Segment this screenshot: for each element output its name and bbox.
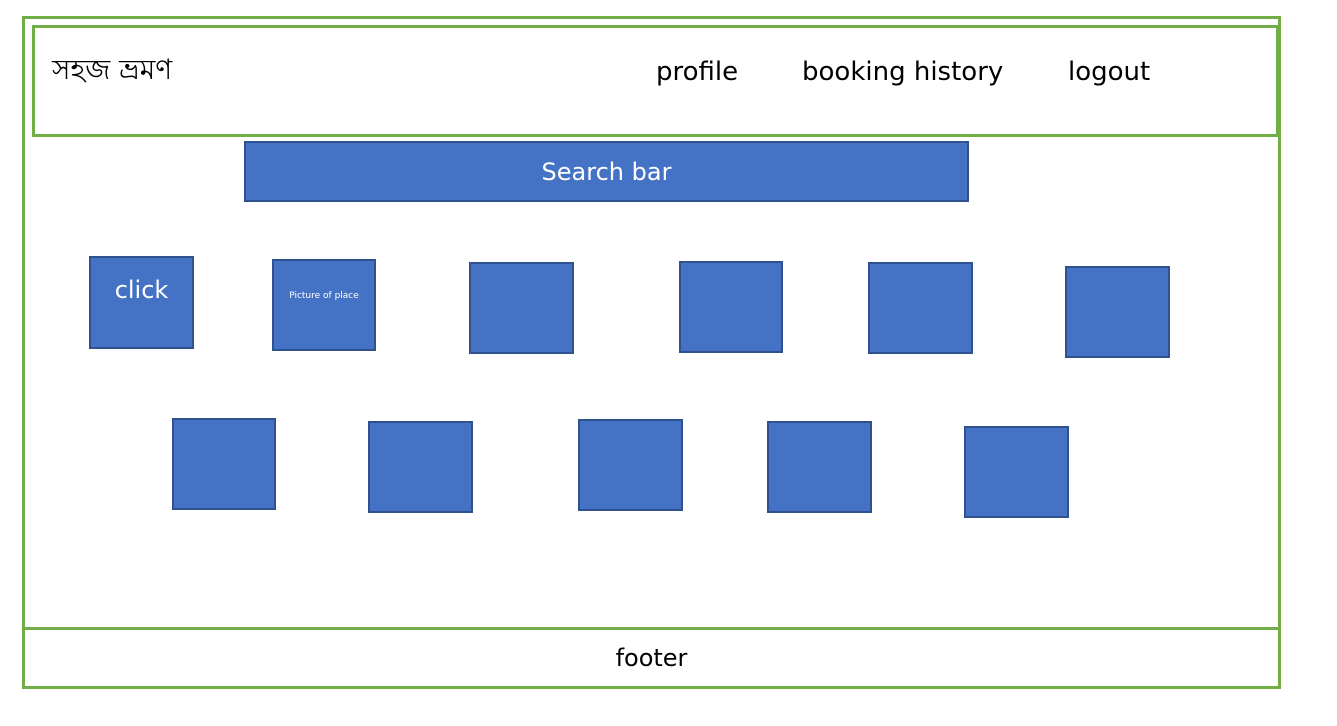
brand-title: সহজ ভ্রমণ bbox=[52, 53, 173, 86]
place-tile-8[interactable] bbox=[368, 421, 473, 513]
header bbox=[32, 25, 1279, 137]
place-tile-1[interactable]: click bbox=[89, 256, 194, 349]
nav-booking-history-link[interactable]: booking history bbox=[802, 57, 1004, 87]
footer: footer bbox=[22, 627, 1281, 689]
place-tile-label: click bbox=[114, 276, 169, 304]
place-tile-label: Picture of place bbox=[289, 291, 359, 301]
place-tile-11[interactable] bbox=[964, 426, 1069, 518]
footer-label: footer bbox=[615, 644, 688, 672]
place-tile-4[interactable] bbox=[679, 261, 783, 353]
place-tile-2[interactable]: Picture of place bbox=[272, 259, 376, 351]
place-tile-9[interactable] bbox=[578, 419, 683, 511]
place-tile-3[interactable] bbox=[469, 262, 574, 354]
place-tile-6[interactable] bbox=[1065, 266, 1170, 358]
place-tile-7[interactable] bbox=[172, 418, 276, 510]
search-bar-label: Search bar bbox=[541, 157, 672, 186]
place-tile-5[interactable] bbox=[868, 262, 973, 354]
nav-profile-link[interactable]: profile bbox=[656, 57, 739, 87]
place-tile-10[interactable] bbox=[767, 421, 872, 513]
nav-logout-link[interactable]: logout bbox=[1068, 57, 1151, 87]
search-bar[interactable]: Search bar bbox=[244, 141, 969, 202]
